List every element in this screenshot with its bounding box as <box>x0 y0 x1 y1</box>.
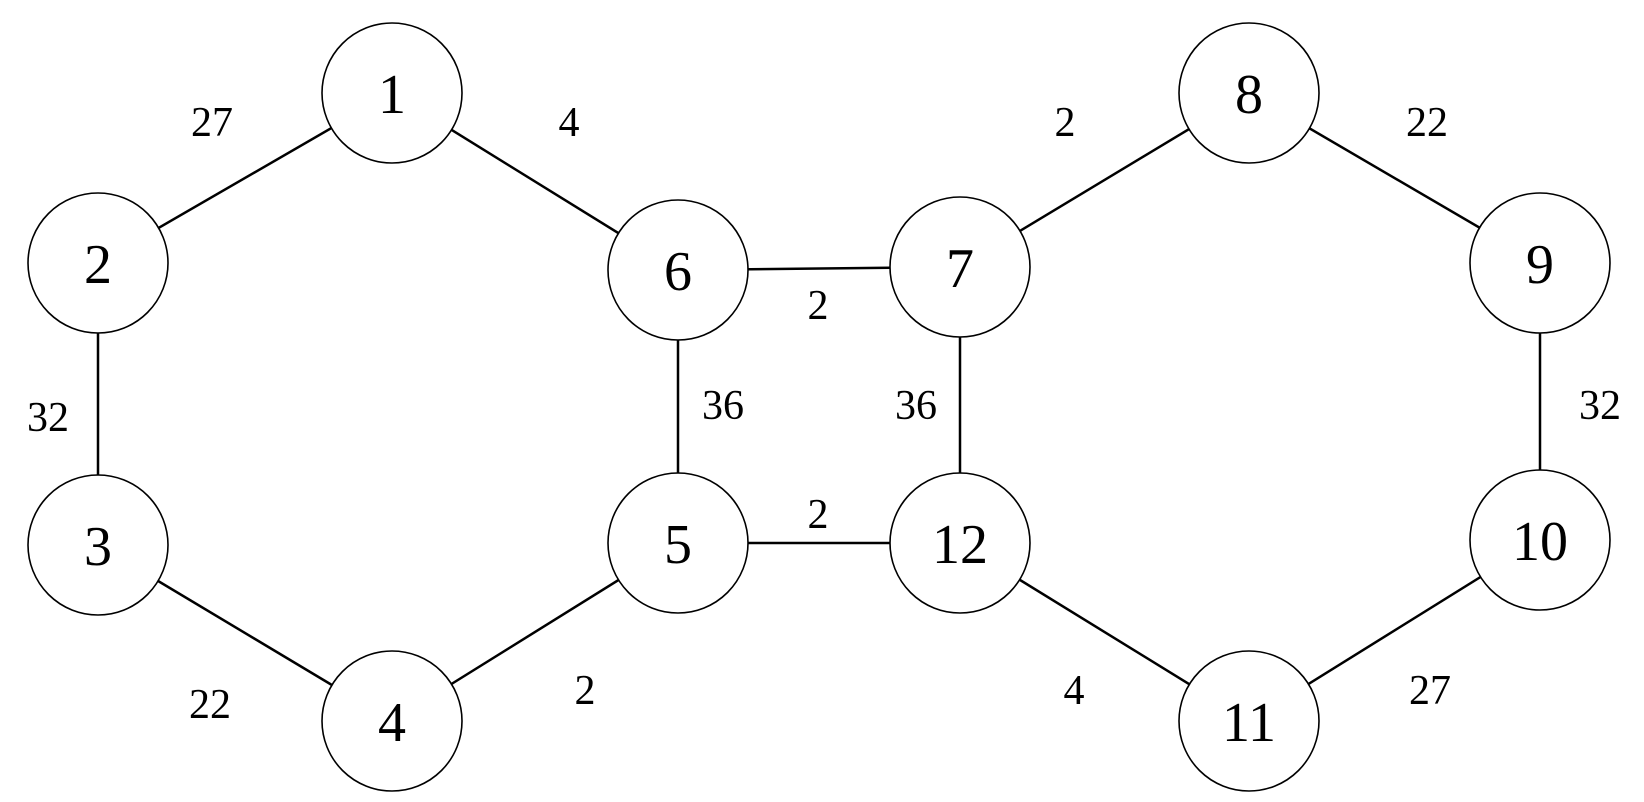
node-2: 2 <box>27 192 169 334</box>
weight-8-9: 22 <box>1406 100 1448 146</box>
node-11-label: 11 <box>1222 692 1276 754</box>
weight-1-6: 4 <box>559 100 580 146</box>
node-6-label: 6 <box>664 241 692 303</box>
node-10: 10 <box>1469 469 1611 611</box>
weight-5-6: 36 <box>702 383 744 429</box>
edge-weights-layer: 27 4 32 22 2 36 2 2 36 2 22 32 27 4 <box>27 100 1621 728</box>
node-11: 11 <box>1178 650 1320 792</box>
weight-2-3: 32 <box>27 395 69 441</box>
weight-7-8: 2 <box>1055 100 1076 146</box>
weight-3-4: 22 <box>189 682 231 728</box>
node-2-label: 2 <box>84 234 112 296</box>
node-7-label: 7 <box>946 238 974 300</box>
weight-10-11: 27 <box>1409 668 1451 714</box>
node-8: 8 <box>1178 22 1320 164</box>
edges-layer <box>96 91 1542 723</box>
node-9-label: 9 <box>1526 234 1554 296</box>
node-3: 3 <box>27 474 169 616</box>
node-3-label: 3 <box>84 516 112 578</box>
weight-4-5: 2 <box>575 668 596 714</box>
node-1: 1 <box>321 22 463 164</box>
weight-1-2: 27 <box>191 100 233 146</box>
node-5: 5 <box>607 472 749 614</box>
weight-11-12: 4 <box>1064 668 1085 714</box>
node-12-label: 12 <box>932 514 988 576</box>
node-4-label: 4 <box>378 692 406 754</box>
node-6: 6 <box>607 199 749 341</box>
nodes-layer: 1 2 3 4 5 6 7 8 <box>27 22 1611 792</box>
node-7: 7 <box>889 196 1031 338</box>
weight-5-12: 2 <box>808 492 829 538</box>
node-9: 9 <box>1469 192 1611 334</box>
node-1-label: 1 <box>378 64 406 126</box>
node-5-label: 5 <box>664 514 692 576</box>
node-10-label: 10 <box>1512 511 1568 573</box>
weight-6-7: 2 <box>808 283 829 329</box>
weight-7-12: 36 <box>895 383 937 429</box>
node-12: 12 <box>889 472 1031 614</box>
node-4: 4 <box>321 650 463 792</box>
weight-9-10: 32 <box>1579 383 1621 429</box>
node-8-label: 8 <box>1235 64 1263 126</box>
